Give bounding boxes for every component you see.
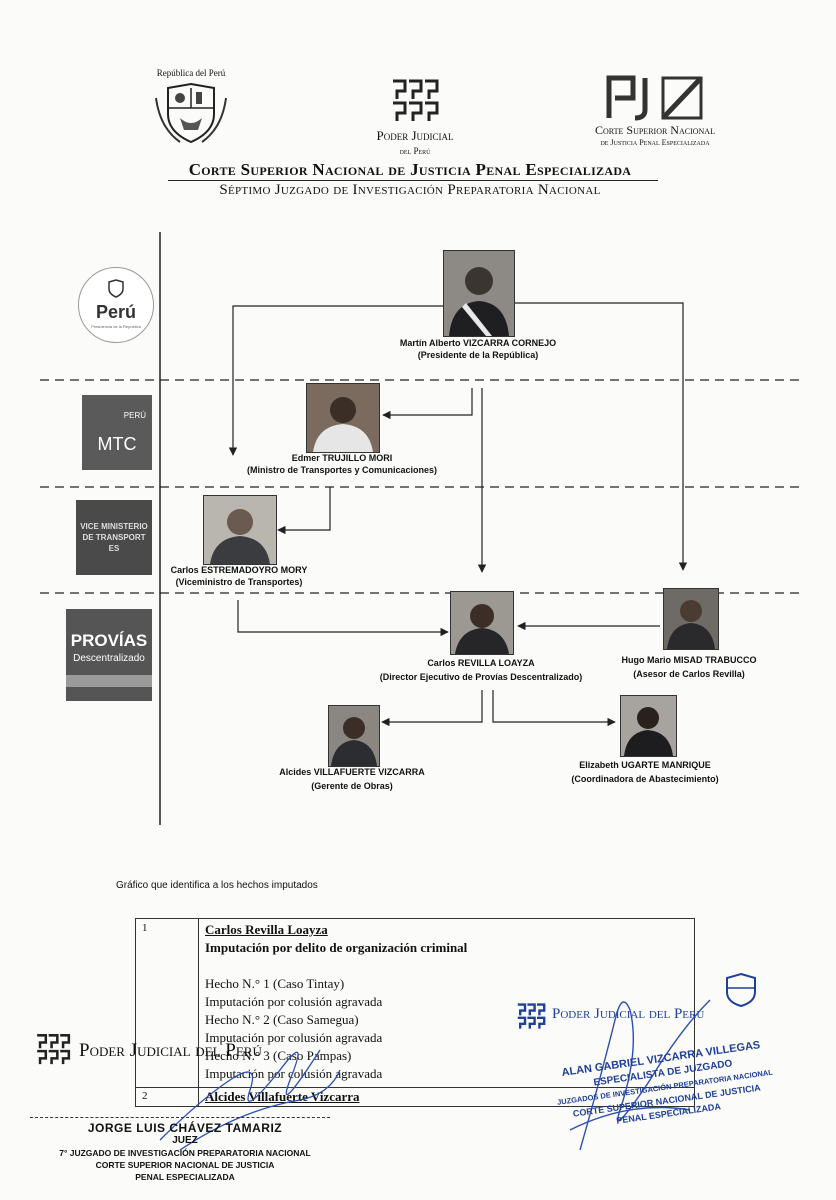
org-chart-lines	[40, 232, 800, 825]
misad-role: (Asesor de Carlos Revilla)	[633, 669, 745, 679]
person-silhouette-icon	[307, 384, 379, 452]
revilla-name: Carlos REVILLA LOAYZA	[427, 658, 535, 668]
peru-logo-small: Presidencia de la República	[91, 324, 141, 329]
misad-name: Hugo Mario MISAD TRABUCCO	[621, 655, 757, 665]
person-silhouette-icon	[664, 589, 718, 649]
signature-icon	[569, 999, 711, 1151]
pj-name: Poder Judicial	[376, 128, 454, 143]
pj-stamp-right: Poder Judicial del Perú	[516, 998, 766, 1038]
csn-sub: de Justicia Penal Especializada	[600, 138, 710, 147]
peru-shield-icon	[726, 972, 756, 1008]
revilla-role: (Director Ejecutivo de Provías Descentra…	[379, 672, 583, 682]
vice-text: VICE MINISTERIO DE TRANSPORT ES	[80, 522, 148, 553]
coat-of-arms-icon	[108, 279, 124, 298]
imputation-table: 1 Carlos Revilla Loayza Imputación por d…	[135, 918, 695, 1107]
person-silhouette-icon	[444, 251, 514, 336]
imputation-line: Hecho N.° 2 (Caso Samegua)	[205, 1012, 359, 1027]
signature-icon	[159, 1049, 341, 1151]
ugarte-name: Elizabeth UGARTE MANRIQUE	[579, 760, 711, 770]
chart-caption: Gráfico que identifica a los hechos impu…	[116, 880, 318, 891]
provias-sub: Descentralizado	[73, 653, 145, 664]
table-row: 1 Carlos Revilla Loayza Imputación por d…	[135, 918, 695, 1088]
villafuerte-name: Alcides VILLAFUERTE VIZCARRA	[279, 767, 425, 777]
person-silhouette-icon	[204, 496, 276, 564]
provias-logo: PROVÍAS Descentralizado	[66, 609, 152, 701]
villafuerte-role: (Gerente de Obras)	[311, 781, 393, 791]
poder-judicial-logo: Poder Judicial del Perú	[360, 78, 470, 160]
person-silhouette-icon	[329, 706, 379, 766]
provias-text: PROVÍAS	[70, 631, 148, 650]
coat-of-arms-icon	[155, 82, 227, 144]
pj-emblem-icon	[37, 1034, 71, 1065]
trujillo-photo	[306, 383, 380, 453]
imputation-line: Hecho N.° 3 (Caso Pampas)	[205, 1048, 352, 1063]
imputation-line: Hecho N.° 1 (Caso Tintay)	[205, 976, 345, 991]
mtc-text: MTC	[97, 433, 137, 454]
trujillo-role: (Ministro de Transportes y Comunicacione…	[246, 465, 438, 475]
peru-seal-caption: República del Perú	[156, 68, 226, 78]
judge-name: JORGE LUIS CHÁVEZ TAMARIZ	[87, 1121, 283, 1135]
estremadoyro-role: (Viceministro de Transportes)	[175, 577, 303, 587]
org-chart: Perú Presidencia de la República PERÚ MT…	[0, 225, 836, 825]
imputation-line: Imputación por colusión agravada	[205, 1066, 383, 1081]
pj-emblem-icon	[393, 79, 439, 121]
csn-logo: Corte Superior Nacional de Justicia Pena…	[580, 74, 730, 154]
peru-presidency-logo: Perú Presidencia de la República	[78, 267, 154, 343]
judge-title: JUEZ	[172, 1135, 198, 1146]
person-silhouette-icon	[451, 592, 513, 654]
judge-stamp-rule	[30, 1117, 330, 1118]
estremadoyro-name: Carlos ESTREMADOYRO MORY	[170, 565, 308, 575]
revilla-photo	[450, 591, 514, 655]
csn-name: Corte Superior Nacional	[595, 123, 715, 137]
header-rule	[168, 180, 658, 181]
vizcarra-role: (Presidente de la República)	[417, 350, 539, 360]
mtc-country: PERÚ	[123, 410, 146, 420]
provias-stripe	[66, 675, 152, 687]
estremadoyro-photo	[203, 495, 277, 565]
person-name: Carlos Revilla Loayza	[205, 922, 328, 937]
imputation-heading: Imputación por delito de organización cr…	[205, 940, 468, 955]
pj-sub: del Perú	[399, 146, 431, 156]
row-content: Carlos Revilla Loayza Imputación por del…	[198, 918, 695, 1088]
row-number-text: 1	[142, 922, 148, 934]
villafuerte-photo	[328, 705, 380, 767]
vice-ministerio-logo: VICE MINISTERIO DE TRANSPORT ES	[76, 500, 152, 575]
row-number-text: 2	[142, 1090, 148, 1102]
peru-logo-text: Perú	[95, 302, 137, 322]
trujillo-name: Edmer TRUJILLO MORI	[291, 453, 393, 463]
imputation-line: Imputación por colusión agravada	[205, 1030, 383, 1045]
pj-stamp-left: Poder Judicial del Perú	[35, 1030, 355, 1070]
imputation-line: Imputación por colusión agravada	[205, 994, 383, 1009]
judge-court: 7° JUZGADO DE INVESTIGACIÓN PREPARATORIA…	[59, 1148, 311, 1158]
vizcarra-name: Martín Alberto VIZCARRA CORNEJO	[399, 338, 557, 348]
pj-stamp-right-text: Poder Judicial del Perú	[552, 1006, 705, 1022]
judge-court-2: CORTE SUPERIOR NACIONAL DE JUSTICIA	[95, 1160, 275, 1170]
vizcarra-photo	[443, 250, 515, 337]
ugarte-role: (Coordinadora de Abastecimiento)	[571, 774, 719, 784]
judge-court-3: PENAL ESPECIALIZADA	[135, 1172, 235, 1182]
person-silhouette-icon	[621, 696, 676, 756]
judge-stamp: JORGE LUIS CHÁVEZ TAMARIZ JUEZ 7° JUZGAD…	[30, 1115, 340, 1195]
peru-coat-of-arms-logo: República del Perú	[150, 68, 232, 148]
page-title: Corte Superior Nacional de Justicia Pena…	[188, 160, 632, 179]
pj-stamp-left-text: Poder Judicial del Perú	[79, 1040, 262, 1061]
csn-emblem-icon	[606, 75, 703, 121]
misad-photo	[663, 588, 719, 650]
page-subtitle: Séptimo Juzgado de Investigación Prepara…	[219, 182, 601, 198]
mtc-logo: PERÚ MTC	[82, 395, 152, 470]
pj-emblem-icon	[517, 1003, 546, 1029]
ugarte-photo	[620, 695, 677, 757]
